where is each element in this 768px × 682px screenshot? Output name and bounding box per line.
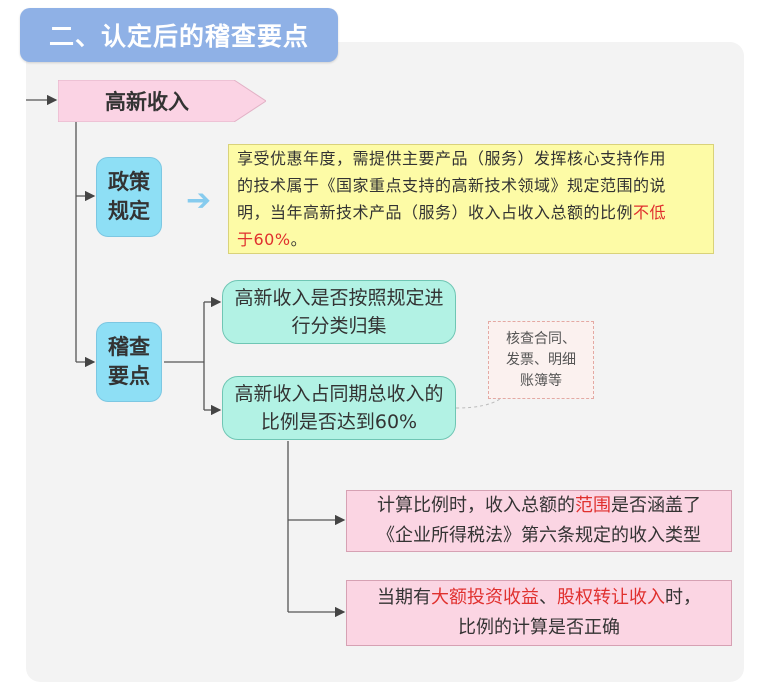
check1-line1: 高新收入是否按照规定进 bbox=[234, 287, 444, 309]
policy-text-line2: 的技术属于《国家重点支持的高新技术领域》规定范围的说 bbox=[237, 176, 667, 195]
check2-line2: 比例是否达到60% bbox=[260, 411, 418, 433]
verification-note: 核查合同、 发票、明细 账簿等 bbox=[488, 321, 594, 399]
note-line1: 核查合同、 bbox=[506, 330, 576, 347]
high-income-banner: 高新收入 bbox=[58, 80, 266, 122]
section-title-text: 二、认定后的稽查要点 bbox=[48, 22, 309, 51]
detail-scope-node: 计算比例时，收入总额的范围是否涵盖了 《企业所得税法》第六条规定的收入类型 bbox=[346, 490, 732, 552]
note-line3: 账簿等 bbox=[520, 372, 562, 389]
check-ratio-node: 高新收入占同期总收入的 比例是否达到60% bbox=[222, 376, 456, 440]
audit-label-line1: 稽查 bbox=[108, 335, 150, 359]
high-income-label: 高新收入 bbox=[105, 90, 189, 114]
banner-shape bbox=[58, 80, 266, 122]
arrow-right-icon: ➔ bbox=[186, 183, 212, 218]
connector-lines bbox=[26, 94, 501, 618]
check1-line2: 行分类归集 bbox=[291, 315, 387, 337]
check-classification-node: 高新收入是否按照规定进 行分类归集 bbox=[222, 280, 456, 344]
detail2-line2: 比例的计算是否正确 bbox=[458, 617, 620, 638]
detail2-line1: 当期有大额投资收益、股权转让收入时， bbox=[377, 587, 701, 608]
detail-calculation-node: 当期有大额投资收益、股权转让收入时， 比例的计算是否正确 bbox=[346, 580, 732, 646]
policy-node: 政策 规定 bbox=[96, 157, 162, 237]
policy-text-line4: 于60%。 bbox=[237, 230, 308, 249]
audit-node: 稽查 要点 bbox=[96, 322, 162, 402]
policy-text-line1: 享受优惠年度，需提供主要产品（服务）发挥核心支持作用 bbox=[237, 149, 667, 168]
section-title: 二、认定后的稽查要点 bbox=[20, 8, 338, 62]
detail1-line2: 《企业所得税法》第六条规定的收入类型 bbox=[377, 525, 701, 546]
policy-text-line3: 明，当年高新技术产品（服务）收入占收入总额的比例不低 bbox=[237, 203, 667, 222]
policy-label-line2: 规定 bbox=[108, 199, 150, 223]
policy-text-box: 享受优惠年度，需提供主要产品（服务）发挥核心支持作用 的技术属于《国家重点支持的… bbox=[228, 144, 714, 254]
policy-label-line1: 政策 bbox=[108, 170, 150, 194]
note-connector-curve bbox=[455, 398, 501, 409]
check2-line1: 高新收入占同期总收入的 bbox=[234, 383, 444, 405]
detail1-line1: 计算比例时，收入总额的范围是否涵盖了 bbox=[377, 495, 701, 516]
audit-label-line2: 要点 bbox=[108, 364, 150, 388]
note-line2: 发票、明细 bbox=[506, 351, 576, 368]
